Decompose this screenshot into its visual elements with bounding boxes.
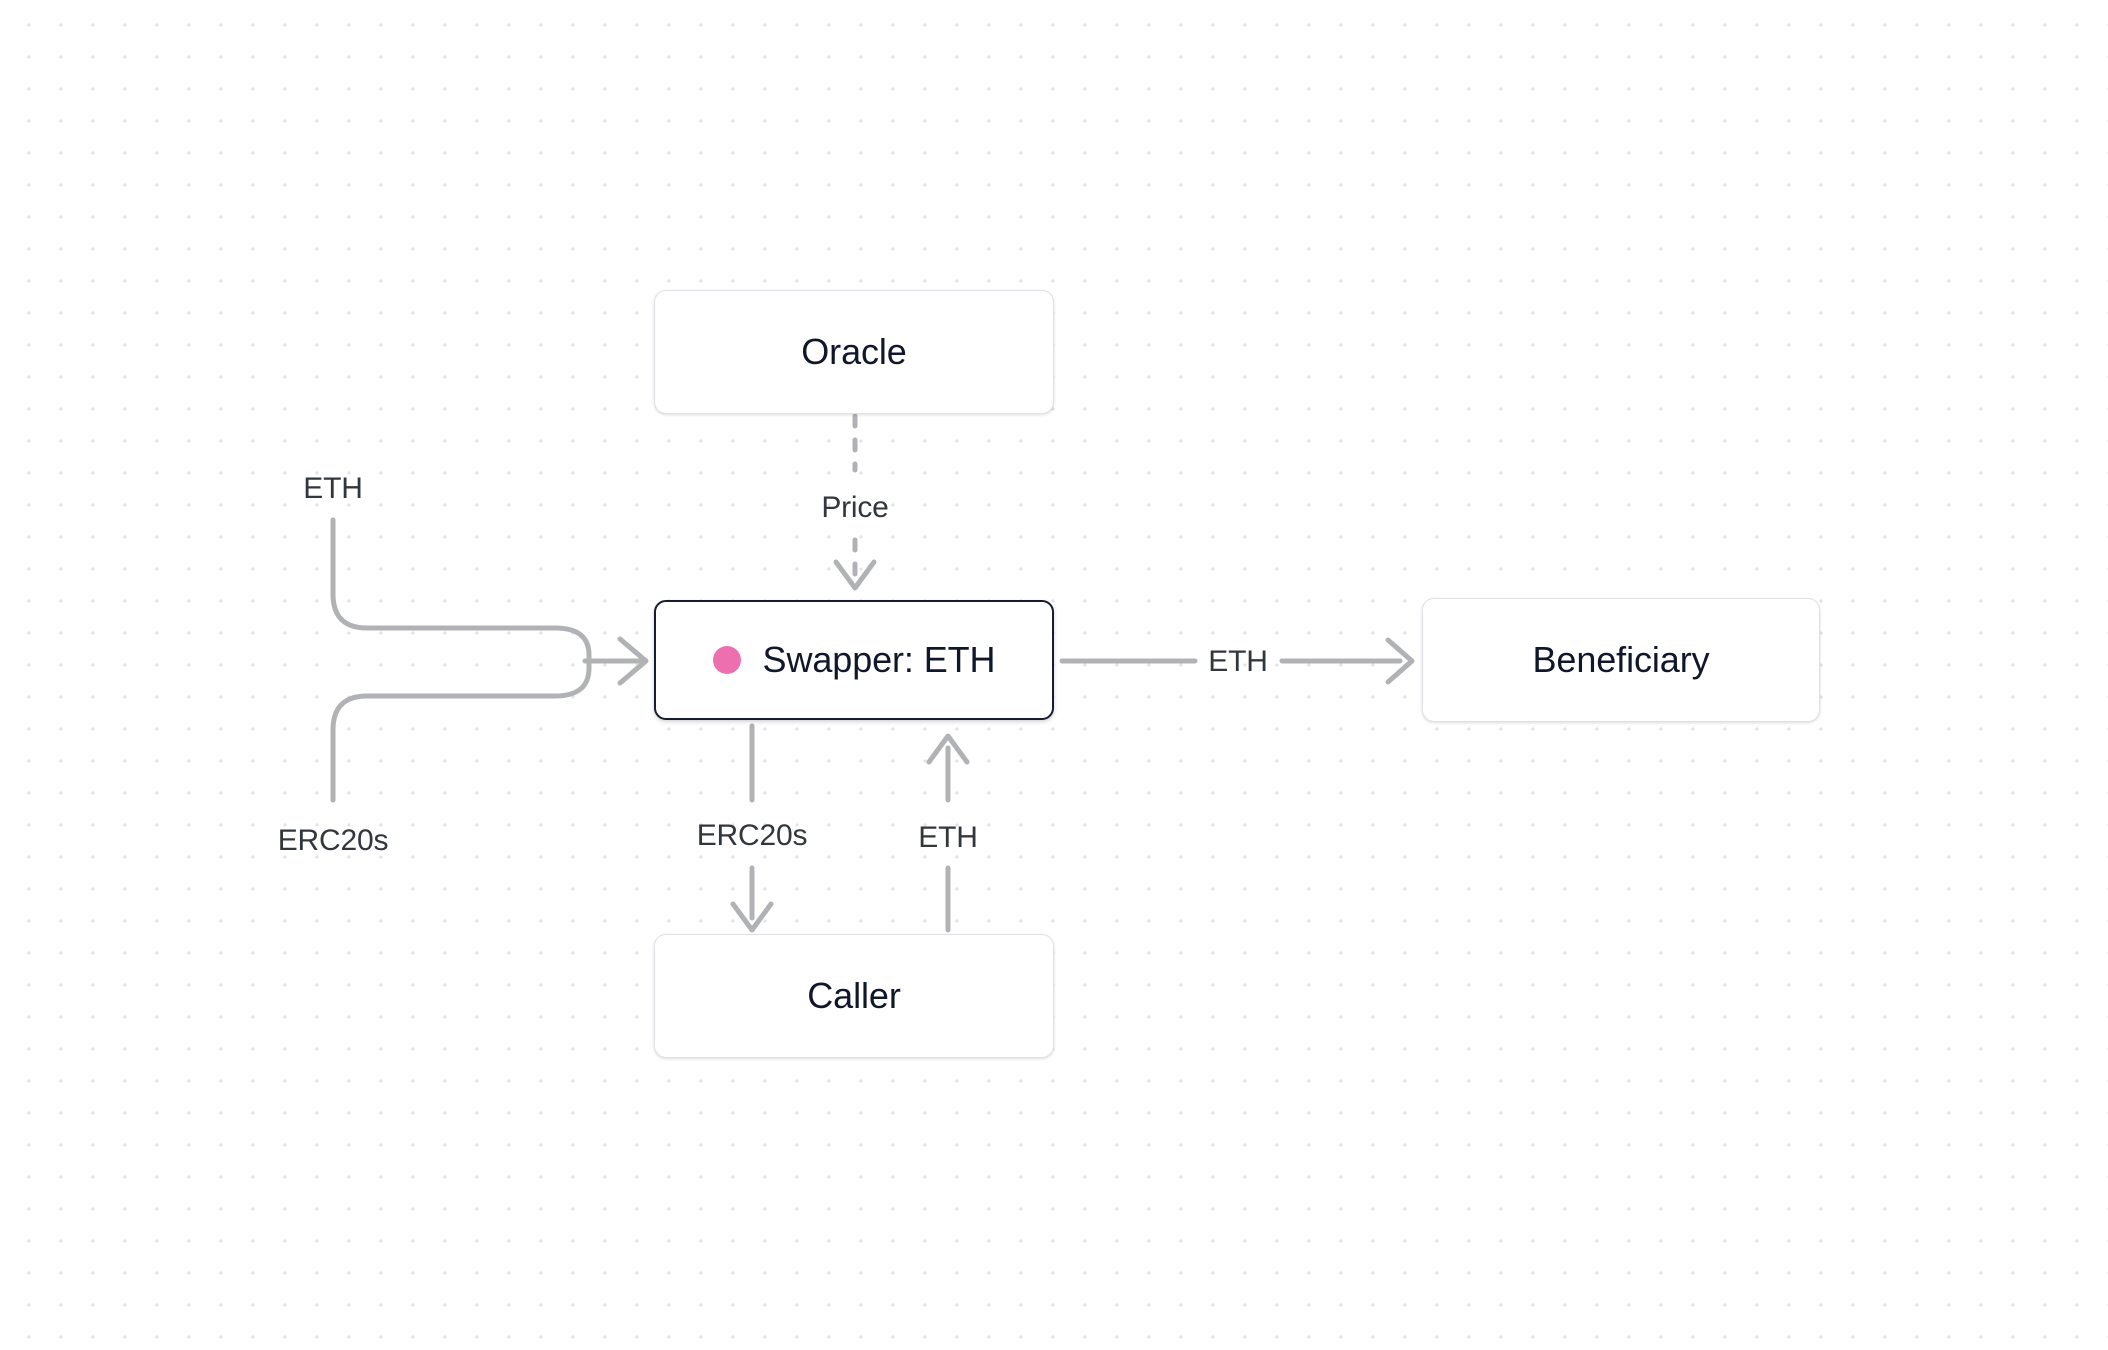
edge-label-erc20s-in: ERC20s — [277, 824, 389, 857]
node-oracle[interactable]: Oracle — [654, 290, 1054, 414]
node-oracle-label: Oracle — [801, 331, 907, 372]
edge-label-swapper-caller: ERC20s — [696, 819, 808, 852]
edge-label-price: Price — [821, 491, 889, 524]
status-dot-icon — [712, 646, 741, 674]
node-swapper-label: Swapper: ETH — [762, 639, 996, 680]
edge-merge-arrowhead — [617, 636, 649, 686]
node-caller-label: Caller — [807, 975, 901, 1016]
node-swapper[interactable]: Swapper: ETH — [654, 600, 1054, 720]
node-beneficiary-label: Beneficiary — [1532, 639, 1710, 680]
node-beneficiary[interactable]: Beneficiary — [1422, 598, 1820, 722]
node-caller[interactable]: Caller — [654, 934, 1054, 1058]
edge-label-swapper-beneficiary: ETH — [1208, 645, 1268, 678]
edge-beneficiary-arrowhead — [1385, 637, 1415, 685]
edge-eth-in-path — [330, 517, 592, 663]
edge-label-caller-swapper: ETH — [918, 821, 978, 854]
edge-erc20s-in-path — [330, 659, 592, 803]
edge-label-eth-in: ETH — [303, 472, 363, 505]
edge-price-arrowhead — [833, 559, 877, 591]
edge-caller-erc20s-arrowhead — [730, 901, 774, 933]
edge-swapper-eth-arrowhead — [926, 733, 970, 765]
